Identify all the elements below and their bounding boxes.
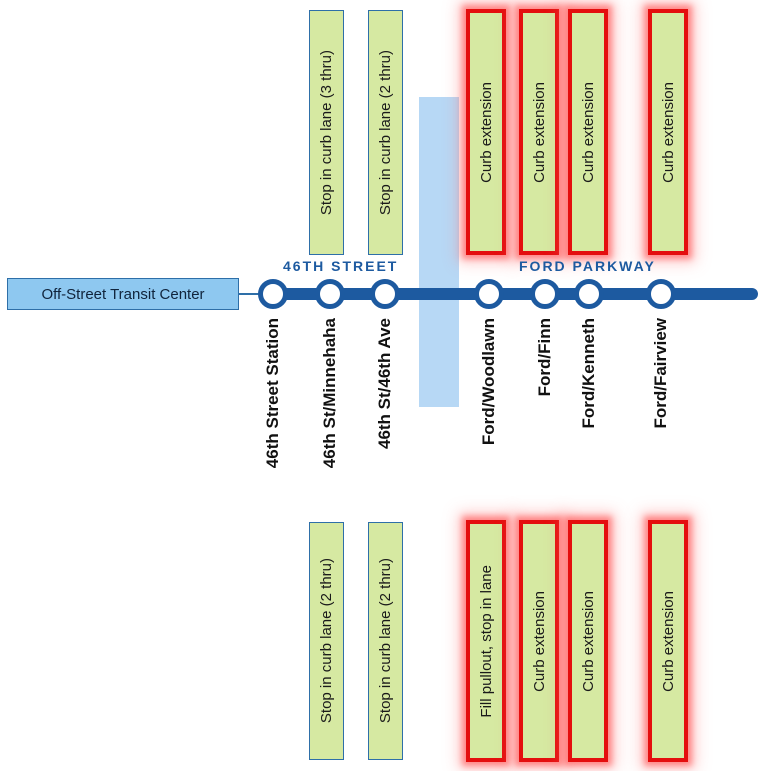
stop-name-fairview: Ford/Fairview — [651, 318, 670, 429]
treatment-bottom-woodlawn: Fill pullout, stop in lane — [466, 520, 506, 762]
street-label-ford-parkway: FORD PARKWAY — [519, 258, 656, 274]
stop-name-46th-ave: 46th St/46th Ave — [375, 318, 394, 450]
stop-marker-fairview — [646, 279, 676, 309]
stop-name-woodlawn: Ford/Woodlawn — [479, 318, 498, 446]
treatment-bottom-minnehaha: Stop in curb lane (2 thru) — [309, 522, 344, 760]
stop-name-46th-street-station: 46th Street Station — [263, 318, 282, 469]
transit-center-box: Off-Street Transit Center — [7, 278, 239, 310]
transit-center-connector — [239, 293, 265, 295]
stop-marker-finn — [530, 279, 560, 309]
stop-marker-kenneth — [574, 279, 604, 309]
stop-name-minnehaha: 46th St/Minnehaha — [320, 318, 339, 469]
stop-name-finn: Ford/Finn — [535, 318, 554, 397]
treatment-top-finn: Curb extension — [519, 9, 559, 255]
stop-marker-46th-ave — [370, 279, 400, 309]
stop-marker-46th-street-station — [258, 279, 288, 309]
treatment-bottom-kenneth: Curb extension — [568, 520, 608, 762]
treatment-bottom-fairview: Curb extension — [648, 520, 688, 762]
stop-marker-woodlawn — [474, 279, 504, 309]
treatment-bottom-finn: Curb extension — [519, 520, 559, 762]
treatment-top-minnehaha: Stop in curb lane (3 thru) — [309, 10, 344, 255]
treatment-top-woodlawn: Curb extension — [466, 9, 506, 255]
treatment-top-46th-ave: Stop in curb lane (2 thru) — [368, 10, 403, 255]
treatment-bottom-46th-ave: Stop in curb lane (2 thru) — [368, 522, 403, 760]
street-transition-highlight — [419, 97, 459, 407]
stop-marker-minnehaha — [315, 279, 345, 309]
stop-name-kenneth: Ford/Kenneth — [579, 318, 598, 429]
street-label-46th: 46TH STREET — [283, 258, 399, 274]
treatment-top-kenneth: Curb extension — [568, 9, 608, 255]
treatment-top-fairview: Curb extension — [648, 9, 688, 255]
